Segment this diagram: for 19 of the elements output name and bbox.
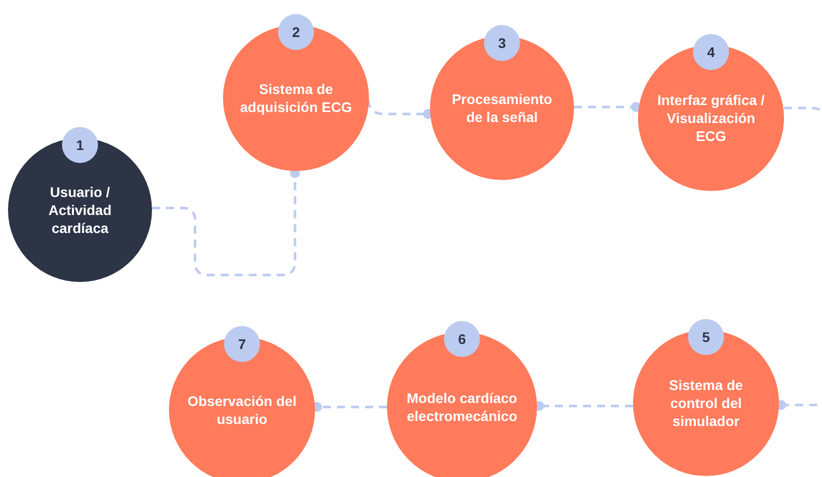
step-number-badge: 6 (444, 321, 480, 357)
step-number-badge: 4 (693, 34, 729, 70)
step-label: Sistema de control del simulador (668, 376, 744, 430)
step-number-badge: 2 (278, 14, 314, 50)
dashed-connector (776, 106, 822, 410)
step-number-badge: 1 (62, 127, 98, 163)
dashed-connector (534, 401, 633, 411)
step-label: Procesamiento de la señal (450, 90, 554, 126)
dashed-connector (366, 100, 433, 119)
step-number-badge: 5 (688, 319, 724, 355)
step-label: Interfaz gráfica / Visualización ECG (656, 91, 766, 145)
step-number-badge: 7 (224, 326, 260, 362)
step-label: Observación del usuario (186, 392, 298, 428)
step-number-badge: 3 (484, 25, 520, 61)
step-label: Sistema de adquisición ECG (240, 80, 352, 116)
step-label: Modelo cardíaco electromecánico (406, 389, 518, 425)
dashed-connector (574, 102, 641, 112)
dashed-connector (312, 402, 387, 412)
step-label: Usuario / Actividad cardíaca (47, 183, 112, 237)
